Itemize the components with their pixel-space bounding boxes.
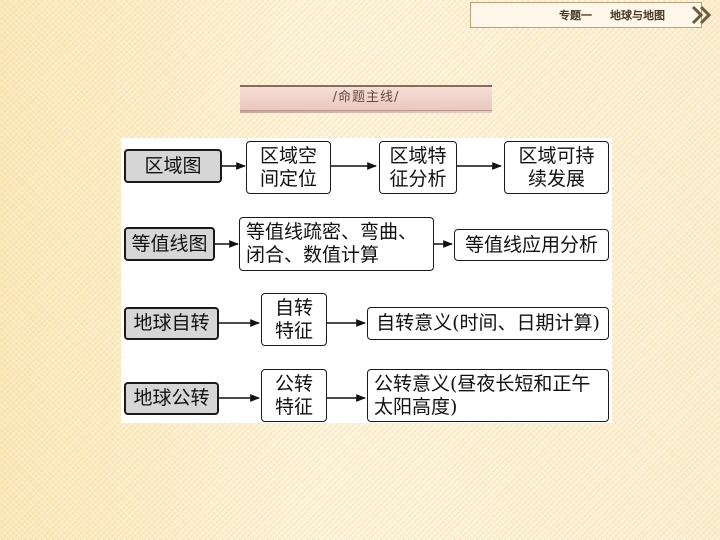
topic-label: 专题一 bbox=[559, 9, 592, 22]
section-banner: /命题主线/ bbox=[240, 85, 492, 111]
source-regional-map-label: 区域图 bbox=[144, 154, 202, 177]
source-earth-rotation-label: 地球自转 bbox=[133, 312, 210, 334]
step-sustainable-development-label: 区域可持 续发展 bbox=[518, 144, 595, 190]
step-rotation-features: 自转 特征 bbox=[261, 293, 327, 346]
step-spatial-location-label: 区域空 间定位 bbox=[259, 144, 317, 190]
banner-text: /命题主线/ bbox=[332, 90, 400, 105]
topic-title: 地球与地图 bbox=[610, 9, 665, 22]
arrow-layer bbox=[215, 162, 502, 402]
step-isoline-application-label: 等值线应用分析 bbox=[464, 233, 598, 256]
source-earth-rotation: 地球自转 bbox=[124, 307, 219, 340]
step-revolution-features: 公转 特征 bbox=[261, 369, 327, 422]
source-earth-revolution-label: 地球公转 bbox=[133, 387, 210, 409]
step-isoline-reading-label: 等值线疏密、弯曲、 闭合、数值计算 bbox=[246, 221, 418, 266]
step-revolution-features-label: 公转 特征 bbox=[274, 372, 313, 418]
step-isoline-application: 等值线应用分析 bbox=[454, 229, 609, 261]
step-spatial-location: 区域空 间定位 bbox=[246, 141, 331, 194]
step-feature-analysis-label: 区域特 征分析 bbox=[389, 144, 447, 190]
source-regional-map: 区域图 bbox=[124, 149, 222, 183]
step-rotation-significance: 自转意义(时间、日期计算) bbox=[367, 307, 609, 340]
step-rotation-features-label: 自转 特征 bbox=[274, 296, 313, 342]
step-isoline-reading: 等值线疏密、弯曲、 闭合、数值计算 bbox=[239, 217, 434, 271]
banner-divider bbox=[240, 111, 492, 113]
double-chevron-right-icon[interactable] bbox=[690, 4, 714, 26]
source-isoline-map-label: 等值线图 bbox=[131, 232, 208, 255]
source-isoline-map: 等值线图 bbox=[124, 227, 215, 261]
flow-diagram: 区域图 区域空 间定位 区域特 征分析 区域可持 续发展 等值线图 等值线疏密、… bbox=[121, 138, 612, 423]
step-revolution-significance-label: 公转意义(昼夜长短和正午 太阳高度) bbox=[374, 372, 591, 418]
step-revolution-significance: 公转意义(昼夜长短和正午 太阳高度) bbox=[367, 369, 609, 422]
topic-header: 专题一 地球与地图 bbox=[470, 2, 702, 28]
source-earth-revolution: 地球公转 bbox=[124, 382, 219, 415]
step-sustainable-development: 区域可持 续发展 bbox=[504, 141, 609, 194]
step-feature-analysis: 区域特 征分析 bbox=[379, 141, 457, 194]
step-rotation-significance-label: 自转意义(时间、日期计算) bbox=[376, 312, 600, 334]
